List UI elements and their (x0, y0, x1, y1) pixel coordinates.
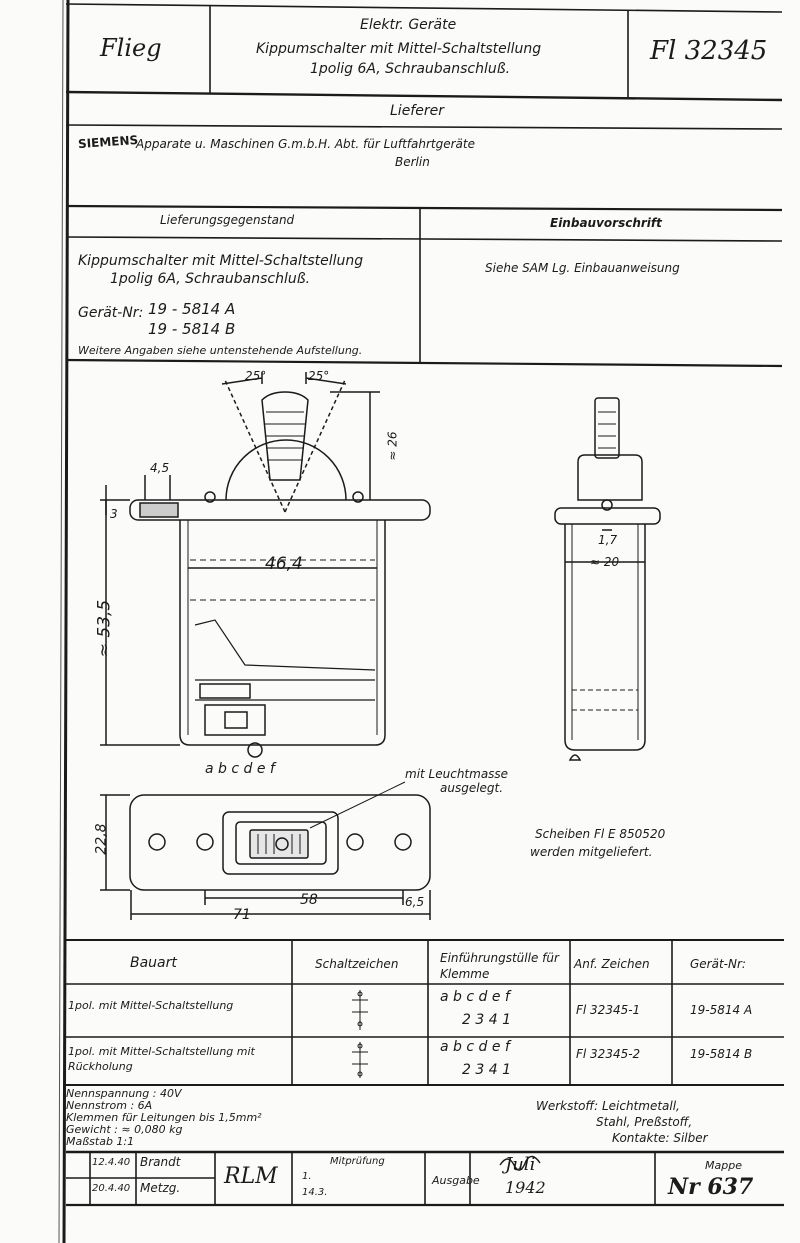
spec-weight: Gewicht : ≈ 0,080 kg (66, 1123, 183, 1136)
footer-check-label: Mitprüfung (330, 1156, 385, 1167)
side-view (554, 397, 661, 761)
dim-58: 58 (300, 892, 318, 908)
spec-voltage: Nennspannung : 40V (66, 1087, 182, 1100)
col-header-type: Bauart (130, 955, 177, 971)
category-label: Flieg (100, 34, 162, 62)
material-line1: Werkstoff: Leichtmetall, (536, 1099, 680, 1113)
material-line3: Kontakte: Silber (612, 1131, 708, 1145)
dim-3: 3 (110, 507, 118, 521)
supplier-name: Apparate u. Maschinen G.m.b.H. Abt. für … (136, 137, 475, 151)
angle-right-label: 25° (308, 369, 330, 383)
dim-71: 71 (233, 907, 251, 923)
dim-6-5: 6,5 (405, 895, 425, 909)
note-line2: ausgelegt. (440, 781, 504, 795)
footer-date1: 12.4.40 (92, 1157, 131, 1168)
row-numbers: 2 3 4 1 (462, 1062, 511, 1078)
supplier-heading: Lieferer (390, 103, 444, 119)
spec-scale: Maßstab 1:1 (66, 1135, 135, 1148)
dim-4-5: 4,5 (150, 461, 170, 475)
row-code: Fl 32345-2 (576, 1047, 641, 1061)
col-header-terminal: Einführungstülle für Klemme (440, 951, 559, 981)
front-view (100, 372, 431, 758)
col-header-code: Anf. Zeichen (574, 957, 650, 971)
row-numbers: 2 3 4 1 (462, 1012, 511, 1028)
row-code: Fl 32345-1 (576, 1003, 641, 1017)
title-line3: 1polig 6A, Schraubanschluß. (310, 61, 511, 77)
side-dim-1-7: 1,7 (598, 533, 618, 547)
delivery-item-line2: 1polig 6A, Schraubanschluß. (110, 271, 311, 287)
row-letters: a b c d e f (440, 989, 510, 1005)
delivery-item-line1: Kippumschalter mit Mittel-Schaltstellung (78, 253, 364, 269)
col-header-symbol: Schaltzeichen (315, 957, 399, 971)
title-line2: Kippumschalter mit Mittel-Schaltstellung (256, 41, 542, 57)
shims-line1: Scheiben Fl E 850520 (535, 827, 666, 841)
footer-check-date: 14.3. (302, 1187, 328, 1198)
signatures (499, 1155, 541, 1171)
dim-46-4: 46,4 (265, 554, 303, 574)
footer-edition-month: Juli (505, 1154, 536, 1175)
footer-edition-year: 1942 (505, 1178, 546, 1197)
row-device: 19-5814 A (690, 1003, 753, 1017)
col-header-device: Gerät-Nr: (690, 957, 746, 971)
angle-left-label: 25° (245, 369, 267, 383)
footer-name2: Metzg. (140, 1181, 181, 1195)
footer-folder-number: Nr 637 (668, 1174, 754, 1200)
plate-view (100, 781, 431, 920)
row-type: 1pol. mit Mittel-Schaltstellung (68, 999, 234, 1012)
footer-check-sig: 1. (302, 1171, 312, 1182)
install-heading: Einbauvorschrift (550, 216, 662, 230)
row-letters: a b c d e f (440, 1039, 510, 1055)
title-line1: Elektr. Geräte (360, 17, 457, 33)
install-text: Siehe SAM Lg. Einbauanweisung (485, 261, 680, 275)
row-device: 19-5814 B (690, 1047, 753, 1061)
dim-53-5: ≈ 53,5 (94, 599, 115, 658)
note-line1: mit Leuchtmasse (405, 767, 509, 781)
side-dim-20: ≈ 20 (590, 555, 620, 569)
material-line2: Stahl, Preßstoff, (596, 1115, 693, 1129)
supplier-city: Berlin (395, 155, 430, 169)
device-number-label: Gerät-Nr: (78, 305, 144, 321)
spec-wire: Klemmen für Leitungen bis 1,5mm² (66, 1111, 262, 1124)
spec-current: Nennstrom : 6A (66, 1099, 153, 1112)
dim-22-8: 22,8 (93, 823, 110, 855)
delivery-heading: Lieferungsgegenstand (160, 213, 295, 227)
footer-rlm: RLM (224, 1164, 278, 1189)
more-info-note: Weitere Angaben siehe untenstehende Aufs… (78, 344, 363, 357)
shims-line2: werden mitgeliefert. (530, 845, 653, 859)
footer-date2: 20.4.40 (92, 1183, 131, 1194)
footer-edition-label: Ausgabe (432, 1174, 480, 1187)
device-number-a: 19 - 5814 A (148, 300, 236, 318)
terminal-letters: a b c d e f (205, 761, 275, 777)
binding-edge (62, 0, 70, 1243)
switch-symbols (352, 990, 368, 1078)
footer-name1: Brandt (140, 1155, 181, 1169)
row-type: 1pol. mit Mittel-Schaltstellung mit Rück… (68, 1045, 255, 1073)
device-number-b: 19 - 5814 B (148, 320, 236, 338)
document-number: Fl 32345 (650, 36, 768, 66)
footer-folder-label: Mappe (705, 1159, 742, 1172)
dim-26: ≈ 26 (385, 431, 400, 461)
